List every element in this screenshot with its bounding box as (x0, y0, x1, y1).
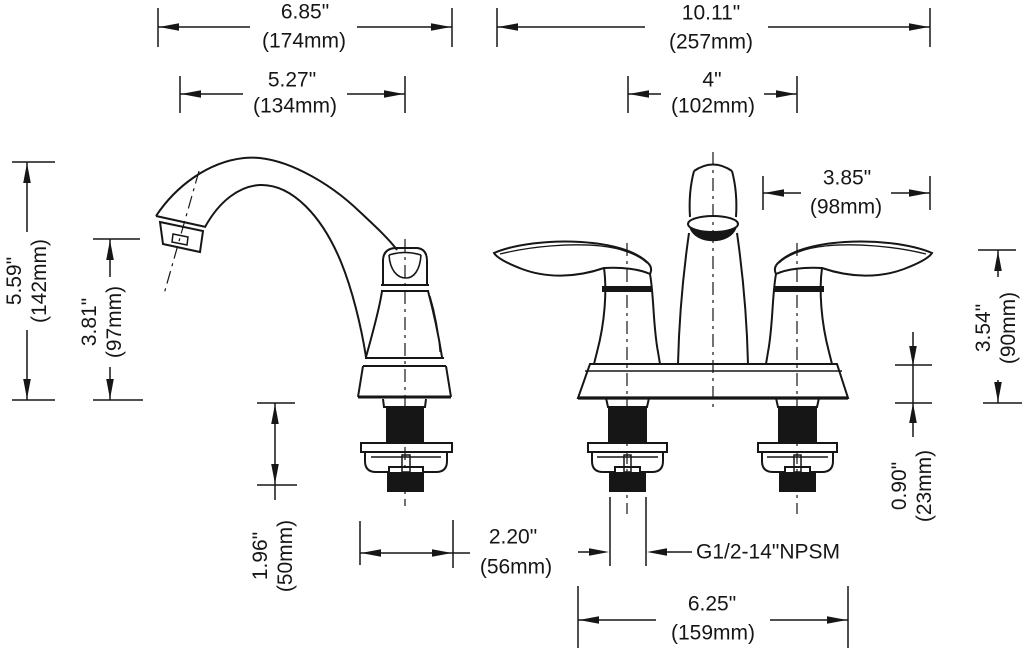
dim-10-11-inch-label: 10.11" (681, 1, 741, 25)
dim-10-11in-lines (496, 8, 931, 47)
mounting-nut-body (591, 451, 664, 473)
dim-0-90-inch-group: 0.90" (23mm) (887, 450, 937, 522)
dim-3-81-inch-group: 3.81" (97mm) (77, 286, 127, 358)
valve-cap-dome (388, 251, 422, 279)
front-view-faucet (492, 152, 933, 514)
side-view-faucet (155, 156, 453, 506)
dim-5-59-inch-label: 5.59" (3, 256, 26, 306)
spout-column-sides (677, 232, 749, 365)
spout-tip-centerline (163, 170, 200, 295)
spout-end-edge (155, 215, 207, 228)
spout-outer-curve (155, 156, 398, 251)
valve-body-sides (365, 290, 443, 358)
dim-134-mm-label: (134mm) (252, 94, 338, 118)
valve-body-highlight (429, 295, 441, 353)
dim-5-27in-lines (179, 76, 406, 113)
dimension-lines (12, 8, 1022, 648)
dim-174-mm-label: (174mm) (261, 29, 347, 53)
dim-50-mm-label: (50mm) (274, 519, 297, 593)
spout-inner-curve (204, 183, 367, 358)
mounting-nut-flange (360, 442, 453, 453)
handle-blade-chamfer (499, 244, 648, 264)
dim-6-85-inch-label: 6.85" (280, 0, 330, 24)
dim-102-mm-label: (102mm) (670, 94, 756, 118)
valve-cap (382, 247, 428, 284)
dim-2-20-inch-label: 2.20" (488, 525, 538, 549)
dim-0-90in-lines (895, 332, 932, 437)
dim-4in-lines (627, 76, 798, 113)
base-rings (363, 357, 446, 367)
handle-neck (593, 267, 661, 365)
aerator-tip (158, 220, 205, 254)
dim-1-96-inch-group: 1.96" (50mm) (248, 520, 298, 592)
dim-257-mm-label: (257mm) (668, 30, 754, 54)
dim-3-81-inch-label: 3.81" (78, 297, 101, 347)
aerator-screen (171, 233, 189, 246)
dim-1-96in-lines (257, 402, 297, 500)
dim-3-81in-lines (93, 238, 143, 401)
dim-1-96-inch-label: 1.96" (249, 531, 272, 581)
handle-blade (492, 240, 653, 277)
dim-23-mm-label: (23mm) (913, 449, 936, 523)
dim-thread-lines (578, 497, 692, 566)
dim-0-90-inch-label: 0.90" (888, 461, 911, 511)
dim-97-mm-label: (97mm) (103, 285, 126, 359)
dim-3-85-inch-label: 3.85" (822, 166, 872, 190)
dim-159-mm-label: (159mm) (670, 621, 756, 645)
dim-142-mm-label: (142mm) (28, 238, 51, 324)
dim-2-20in-lines (359, 520, 470, 568)
handle-right (765, 240, 933, 365)
dim-3-85in-lines (762, 176, 931, 210)
dim-5-59-inch-group: 5.59" (142mm) (2, 239, 52, 323)
dim-56-mm-label: (56mm) (479, 555, 553, 579)
handle-left (492, 240, 661, 365)
dim-3-54-inch-label: 3.54" (972, 303, 995, 353)
dim-98-mm-label: (98mm) (809, 195, 883, 219)
thread-spec-label: G1/2-14"NPSM (696, 540, 841, 564)
dim-6-25in-lines (577, 586, 849, 648)
base-skirt (357, 365, 452, 398)
dim-3-54-inch-group: 3.54" (90mm) (971, 292, 1021, 364)
dim-90-mm-label: (90mm) (997, 291, 1020, 365)
dim-3-54in-lines (978, 249, 1022, 404)
dim-5-27-inch-label: 5.27" (267, 68, 317, 92)
dim-6-85in-lines (157, 8, 453, 47)
mounting-nut-body (364, 451, 448, 473)
dim-4-inch-label: 4" (702, 68, 722, 92)
dim-5-59in-lines (12, 161, 55, 401)
dim-6-25-inch-label: 6.25" (687, 592, 737, 616)
